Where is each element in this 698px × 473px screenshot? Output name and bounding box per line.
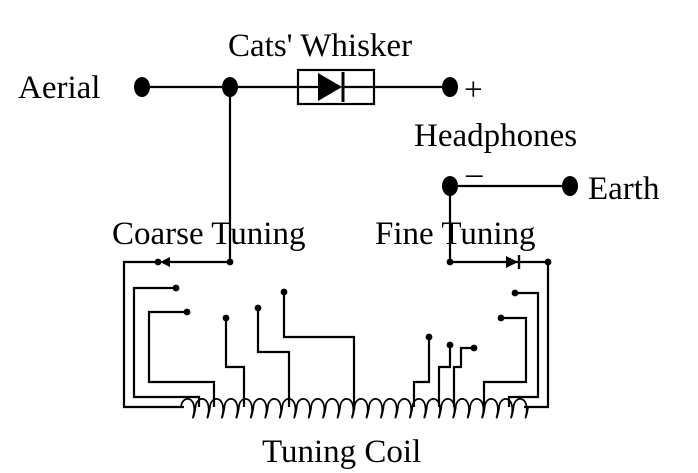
cats-whisker-label: Cats' Whisker (228, 28, 412, 64)
fine-tuning-switch (425, 186, 552, 352)
minus-sign: – (465, 156, 483, 192)
plus-sign: + (464, 72, 483, 108)
coarse-tap-wires (122, 260, 356, 409)
tuning-coil (180, 398, 529, 419)
fine-tap-wires (412, 262, 550, 409)
headphones-label: Headphones (414, 118, 577, 154)
tuning-coil-label: Tuning Coil (262, 434, 421, 470)
coarse-tuning-switch (154, 87, 288, 322)
fine-tuning-label: Fine Tuning (375, 216, 536, 252)
earth-label: Earth (588, 171, 660, 207)
crystal-diode (296, 68, 376, 106)
aerial-terminal (134, 77, 150, 97)
coarse-tuning-label: Coarse Tuning (112, 216, 305, 252)
headphones-plus-terminal (442, 77, 458, 97)
aerial-label: Aerial (18, 70, 100, 106)
